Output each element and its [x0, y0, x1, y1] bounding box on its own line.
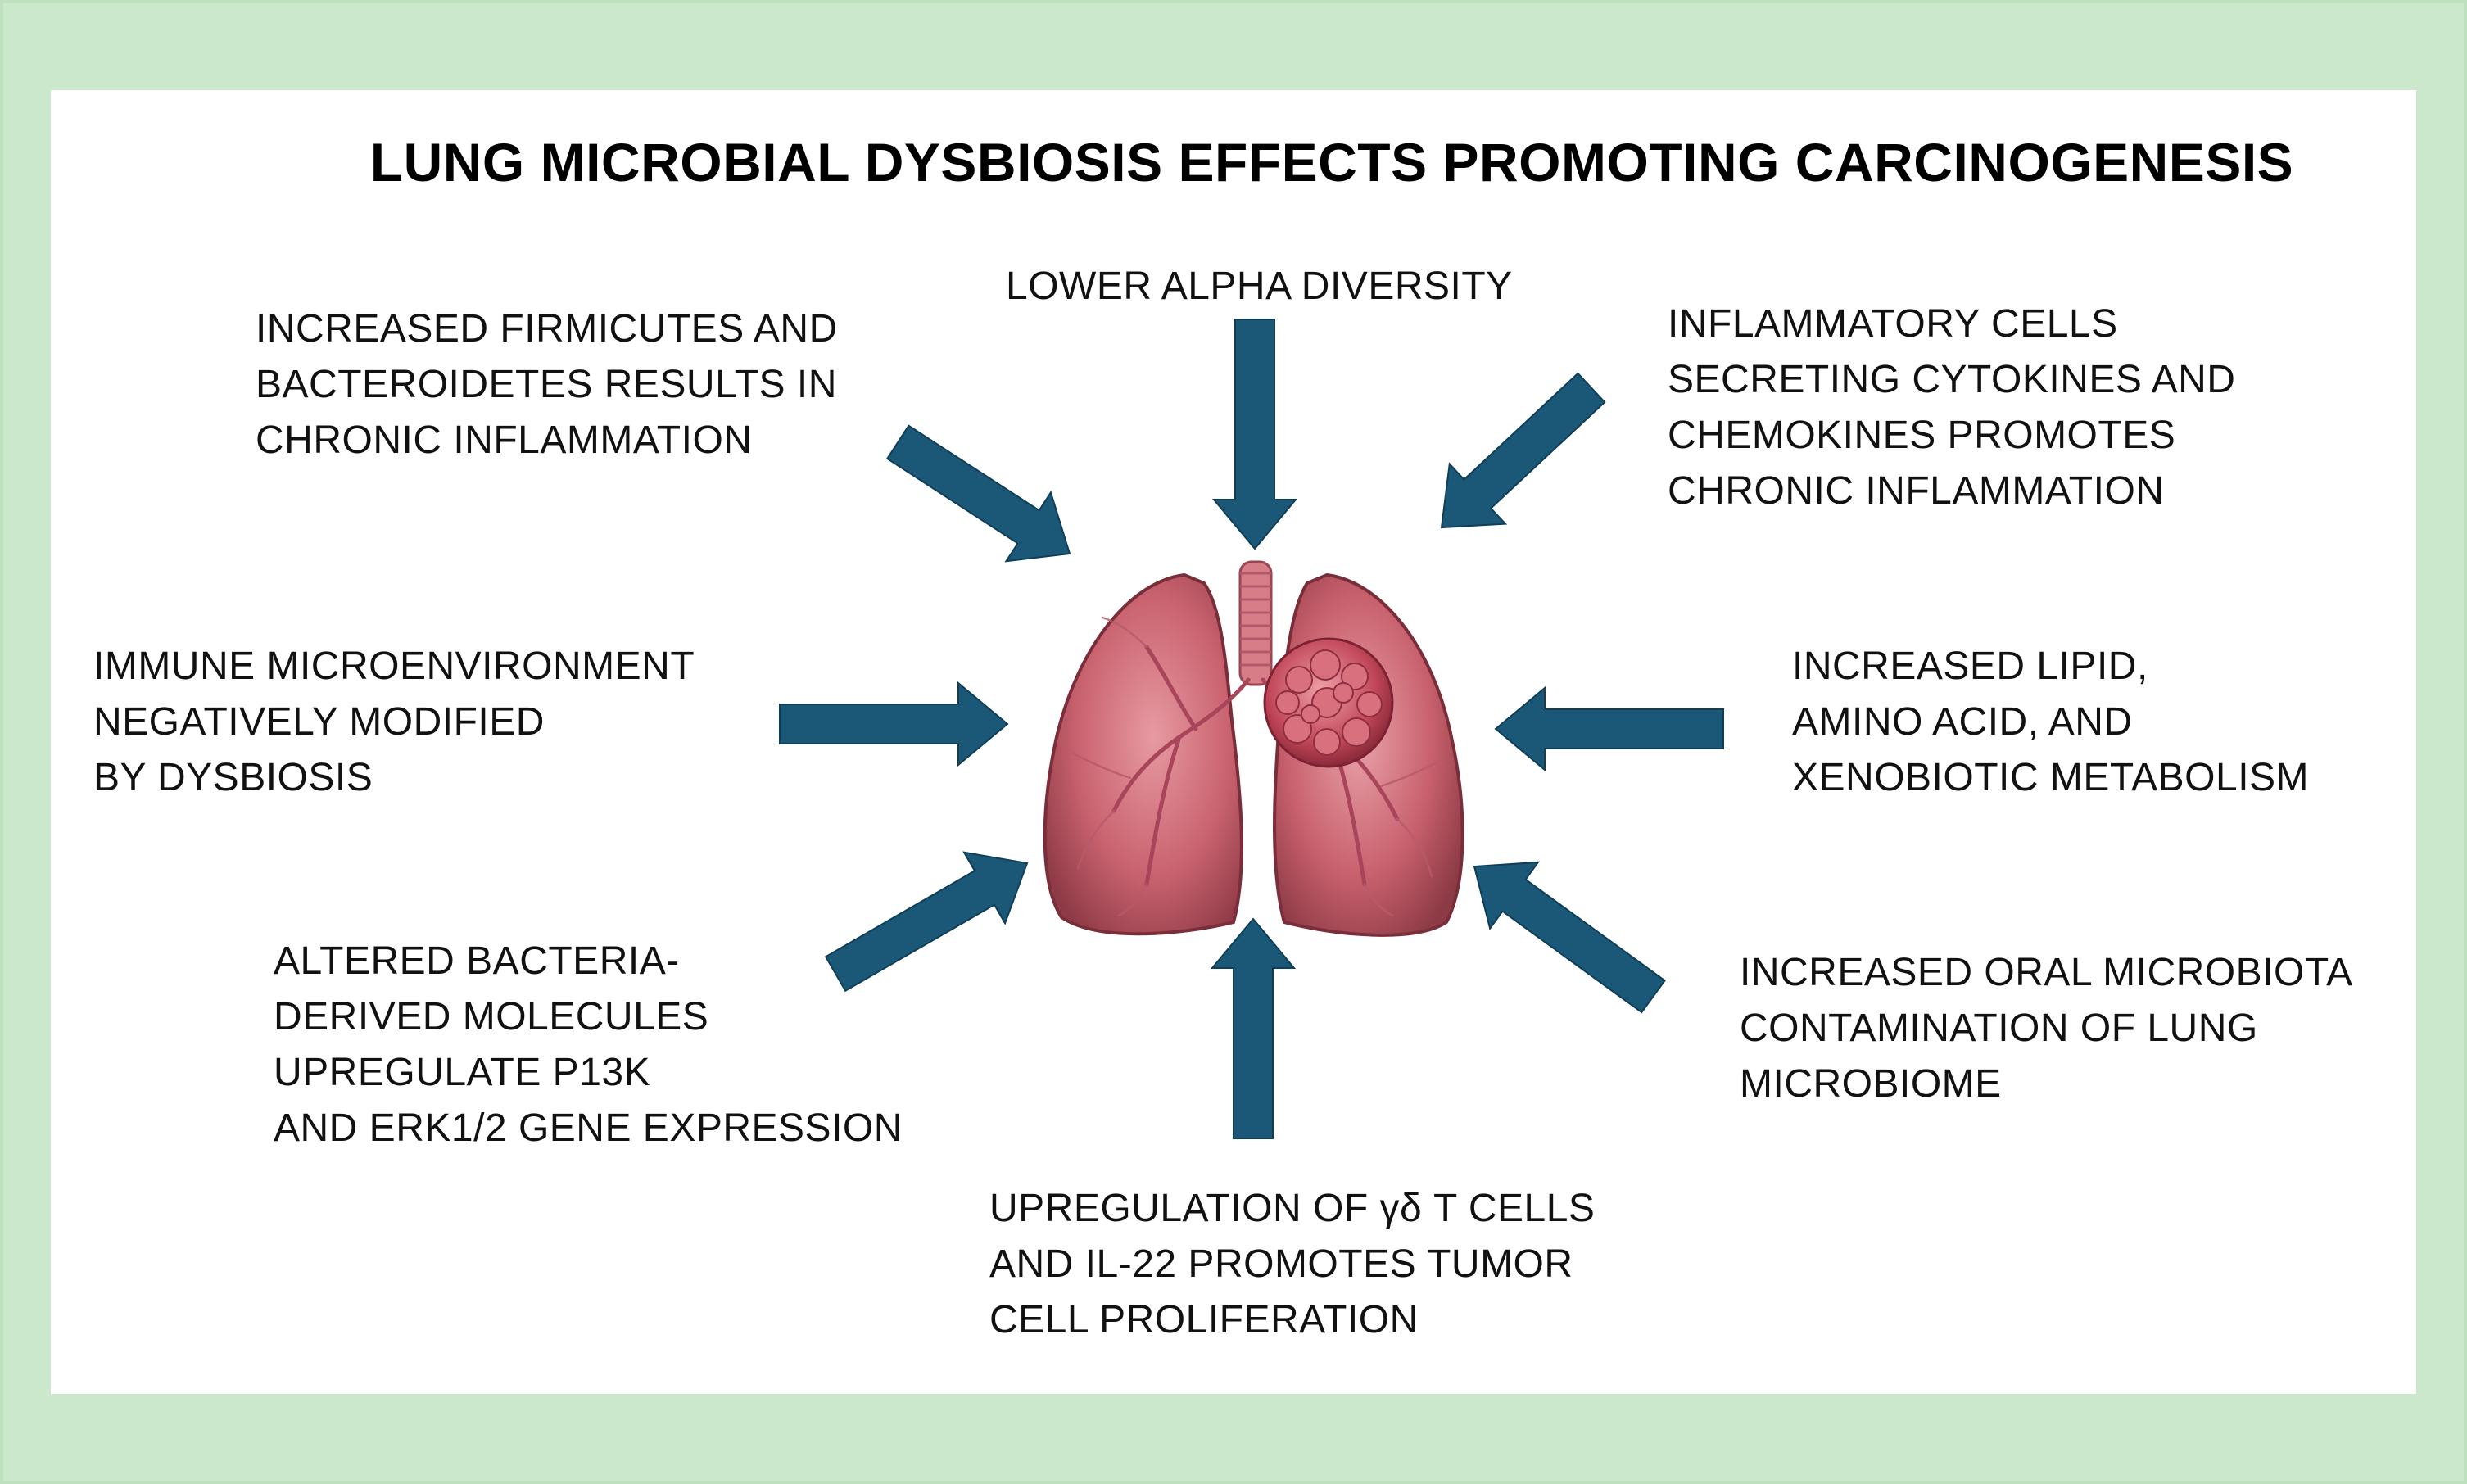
- label-line: LOWER ALPHA DIVERSITY: [1006, 265, 1513, 308]
- arrow-immune: [779, 681, 1009, 767]
- label-line: AND IL-22 PROMOTES TUMOR: [989, 1242, 1573, 1286]
- label-line: NEGATIVELY MODIFIED: [93, 700, 545, 744]
- label-line: CELL PROLIFERATION: [989, 1298, 1419, 1341]
- label-line: INCREASED ORAL MICROBIOTA: [1740, 951, 2353, 994]
- effect-label-immune: IMMUNE MICROENVIRONMENT NEGATIVELY MODIF…: [93, 639, 695, 806]
- label-line: CHRONIC INFLAMMATION: [1668, 469, 2165, 513]
- label-line: UPREGULATE P13K: [274, 1051, 651, 1094]
- label-line: CHEMOKINES PROMOTES: [1668, 414, 2176, 457]
- diagram-title: LUNG MICROBIAL DYSBIOSIS EFFECTS PROMOTI…: [369, 132, 2294, 192]
- label-line: INFLAMMATORY CELLS: [1668, 302, 2118, 346]
- label-line: AND ERK1/2 GENE EXPRESSION: [274, 1106, 903, 1150]
- arrow-cytokines: [1440, 372, 1606, 529]
- label-line: BY DYSBIOSIS: [93, 756, 373, 799]
- arrow-metabolism: [1494, 685, 1724, 772]
- arrow-alpha-diversity: [1211, 319, 1298, 550]
- effect-label-metabolism: INCREASED LIPID, AMINO ACID, AND XENOBIO…: [1792, 639, 2309, 806]
- label-line: INCREASED LIPID,: [1792, 645, 2148, 688]
- label-line: IMMUNE MICROENVIRONMENT: [93, 645, 695, 688]
- label-line: ALTERED BACTERIA-: [274, 939, 680, 983]
- effect-label-alpha-diversity: LOWER ALPHA DIVERSITY: [1006, 259, 1513, 314]
- effect-label-firmicutes: INCREASED FIRMICUTES AND BACTEROIDETES R…: [256, 301, 838, 468]
- label-line: MICROBIOME: [1740, 1062, 2002, 1106]
- arrow-molecules: [824, 851, 1029, 993]
- label-line: SECRETING CYTOKINES AND: [1668, 358, 2236, 401]
- label-line: CHRONIC INFLAMMATION: [256, 419, 753, 462]
- tumor-mass: [1263, 637, 1394, 768]
- label-line: AMINO ACID, AND: [1792, 700, 2133, 744]
- effect-label-molecules: ALTERED BACTERIA- DERIVED MOLECULES UPRE…: [274, 934, 903, 1156]
- arrow-oral-microbiota: [1473, 861, 1666, 1014]
- label-line: DERIVED MOLECULES: [274, 995, 709, 1038]
- lungs-with-tumor-icon: [1043, 560, 1464, 937]
- arrow-firmicutes: [885, 424, 1071, 563]
- label-line: BACTEROIDETES RESULTS IN: [256, 363, 837, 406]
- label-line: XENOBIOTIC METABOLISM: [1792, 756, 2310, 799]
- label-line: UPREGULATION OF γδ T CELLS: [989, 1187, 1596, 1230]
- effect-label-oral-microbiota: INCREASED ORAL MICROBIOTA CONTAMINATION …: [1740, 945, 2353, 1112]
- arrow-gamma-delta: [1210, 917, 1297, 1139]
- label-line: CONTAMINATION OF LUNG: [1740, 1007, 2258, 1050]
- label-line: INCREASED FIRMICUTES AND: [256, 307, 838, 351]
- effect-label-gamma-delta: UPREGULATION OF γδ T CELLS AND IL-22 PRO…: [989, 1181, 1595, 1348]
- effect-label-cytokines: INFLAMMATORY CELLS SECRETING CYTOKINES A…: [1668, 296, 2235, 519]
